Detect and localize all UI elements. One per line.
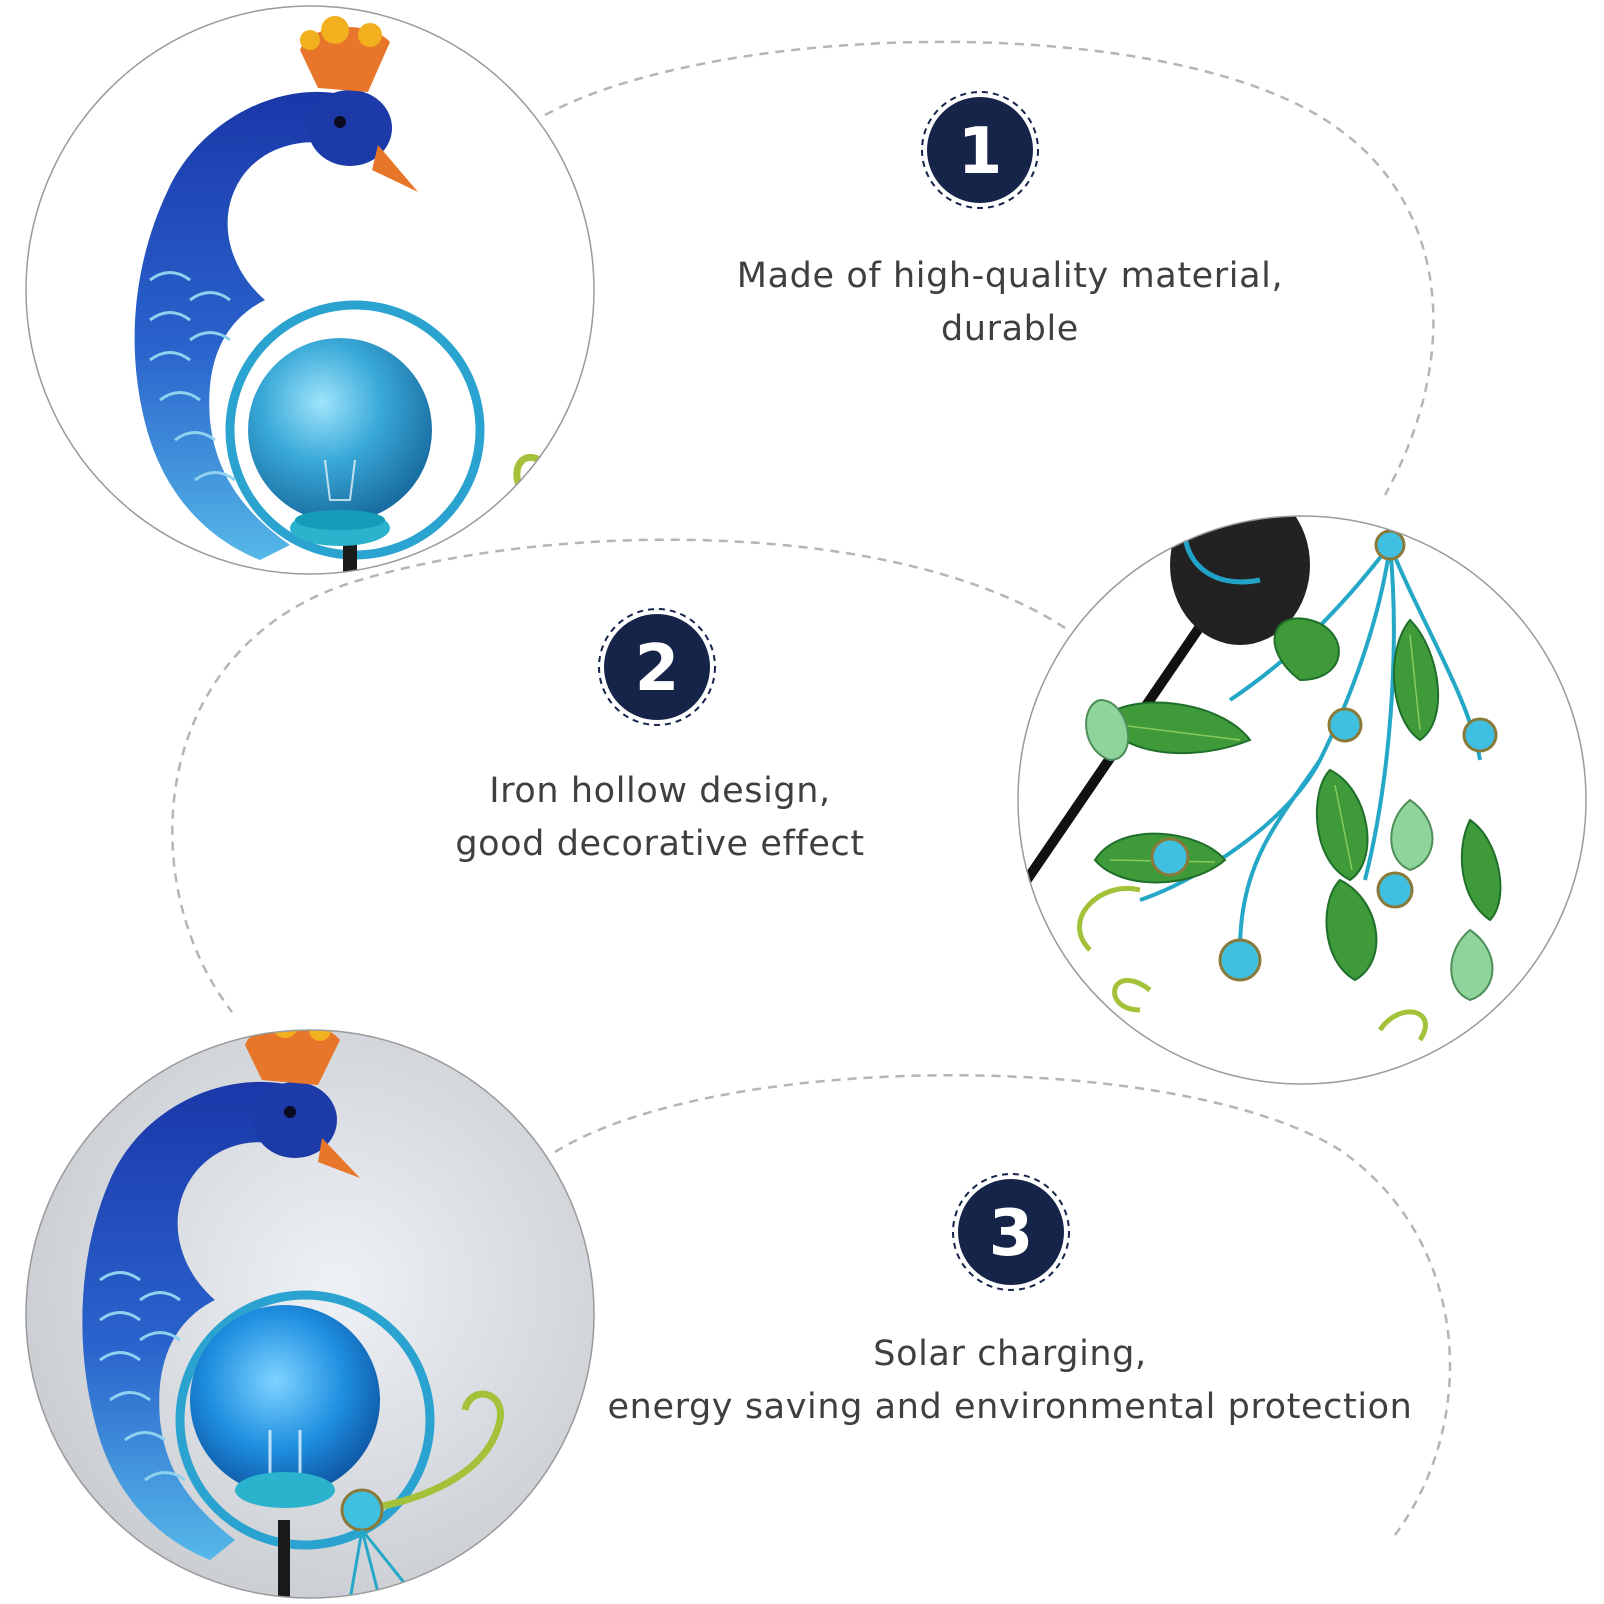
- feature-number-1: 1: [958, 115, 1003, 189]
- feature-3-line-1: Solar charging,: [873, 1334, 1147, 1374]
- feature-badge-3: 3: [952, 1173, 1070, 1291]
- peacock-stake-closeup-photo: [25, 5, 595, 575]
- peacock-stake-lit-photo: [25, 1029, 595, 1599]
- feature-badge-2: 2: [598, 608, 716, 726]
- feature-number-2: 2: [635, 632, 680, 706]
- feature-3-line-2: energy saving and environmental protecti…: [607, 1387, 1413, 1427]
- feature-2-line-1: Iron hollow design,: [489, 771, 831, 811]
- feature-number-3: 3: [989, 1197, 1034, 1271]
- feature-2-line-2: good decorative effect: [455, 824, 865, 864]
- feature-description-1: Made of high-quality material, durable: [720, 250, 1300, 356]
- feature-1-line-1: Made of high-quality material,: [736, 256, 1284, 296]
- feature-description-2: Iron hollow design, good decorative effe…: [420, 765, 900, 871]
- feature-description-3: Solar charging, energy saving and enviro…: [600, 1328, 1420, 1434]
- peacock-tail-leaves-detail-photo: [1017, 515, 1587, 1085]
- feature-badge-1: 1: [921, 91, 1039, 209]
- feature-1-line-2: durable: [941, 309, 1079, 349]
- dashed-outline: [171, 40, 1452, 1536]
